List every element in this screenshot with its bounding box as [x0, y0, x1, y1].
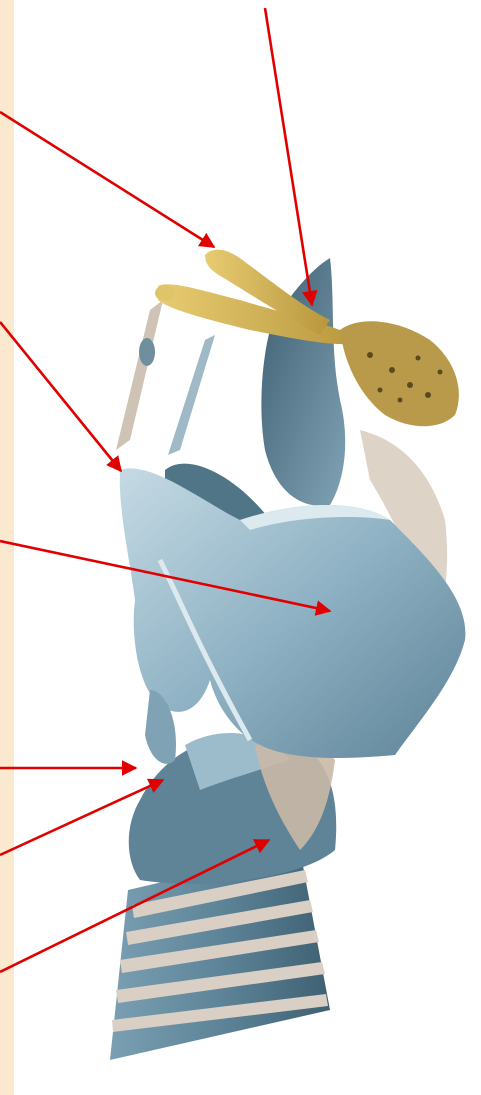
- hyoid-lesser-horn: [155, 285, 175, 301]
- superior-horn: [168, 335, 215, 455]
- arrow-to-superior-horn: [0, 322, 121, 471]
- lateral-thyrohyoid-ligament: [116, 300, 163, 450]
- arrow-to-epiglottis: [265, 8, 312, 305]
- triticeous-cartilage: [139, 338, 155, 366]
- arrow-to-hyoid-horn: [0, 112, 214, 247]
